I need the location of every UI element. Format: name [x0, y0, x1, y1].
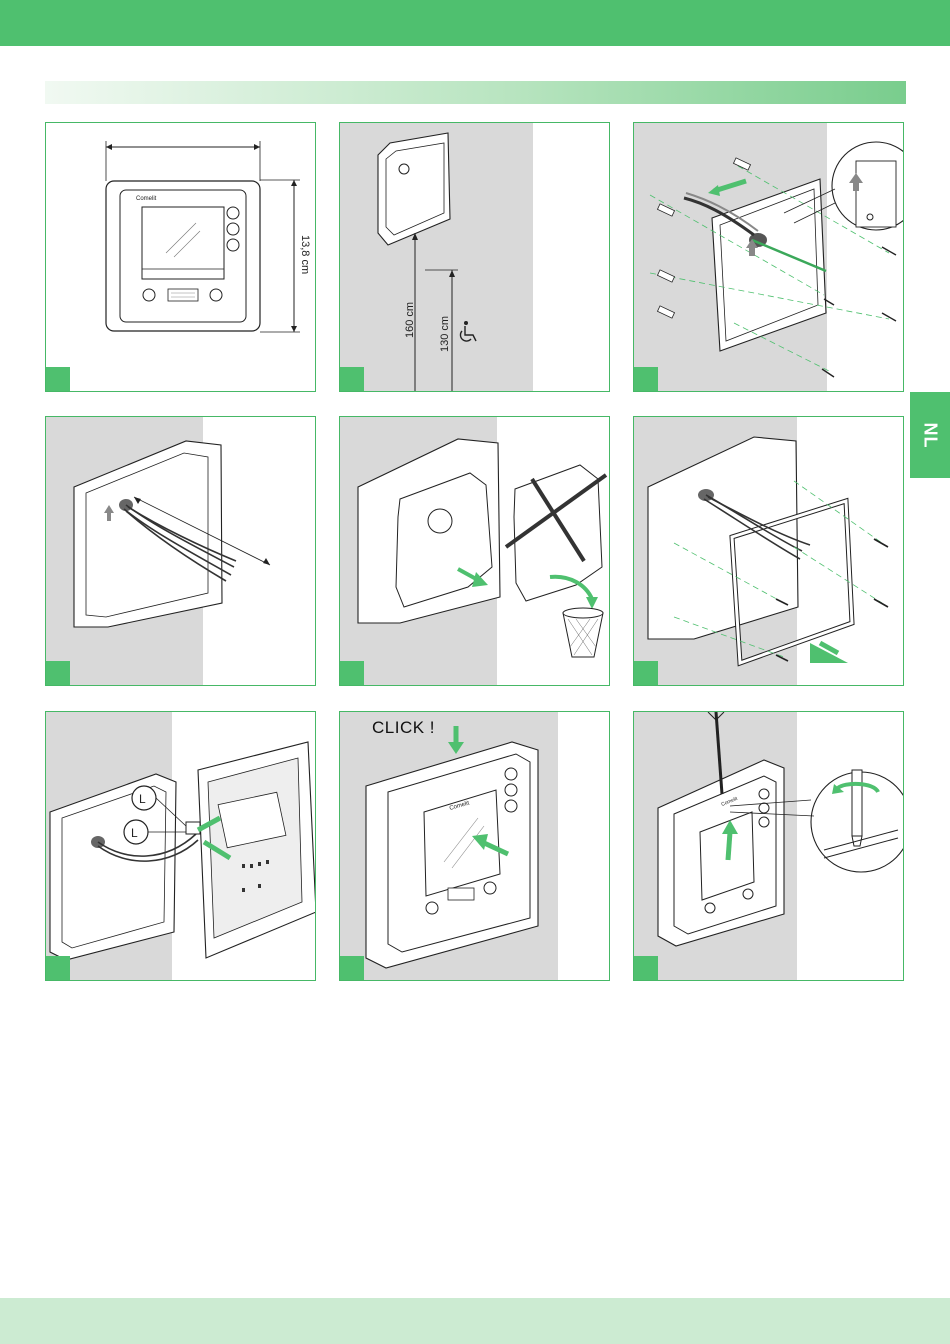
step-panel-8: Comelit CLICK !	[339, 711, 610, 981]
wire-label-bottom: L	[131, 826, 138, 840]
step-badge	[339, 956, 364, 981]
step-panel-3	[633, 122, 904, 392]
step-panel-4	[45, 416, 316, 686]
wiring-drawing: L L	[46, 712, 316, 981]
mounting-height-drawing: 160 cm 130 cm	[340, 123, 610, 392]
remove-protector-drawing	[340, 417, 610, 686]
wallbox-screws-drawing	[634, 123, 904, 392]
section-title-band	[45, 81, 906, 104]
bottom-footer-bar	[0, 1298, 950, 1344]
monitor-dimensions-drawing: Comelit 13,8 cm	[46, 123, 316, 392]
step-panel-9: Comelit	[633, 711, 904, 981]
step-badge	[633, 956, 658, 981]
step-badge	[633, 367, 658, 392]
step-badge	[339, 661, 364, 686]
step-badge	[45, 956, 70, 981]
mount-frame-drawing	[634, 417, 904, 686]
height-dimension-label: 13,8 cm	[299, 235, 311, 274]
language-tab[interactable]: NL	[910, 392, 950, 478]
step-panel-2: 160 cm 130 cm	[339, 122, 610, 392]
wire-label-top: L	[139, 792, 146, 806]
step-panel-6	[633, 416, 904, 686]
step-panel-1: Comelit 13,8 cm	[45, 122, 316, 392]
height-160-label: 160 cm	[404, 302, 416, 338]
cable-length-drawing	[46, 417, 316, 686]
snap-in-drawing: Comelit	[340, 712, 610, 981]
step-badge	[45, 661, 70, 686]
language-tab-label: NL	[920, 422, 941, 448]
step-badge	[339, 367, 364, 392]
height-130-label: 130 cm	[439, 316, 451, 352]
step-badge	[45, 367, 70, 392]
top-header-bar	[0, 0, 950, 46]
click-instruction-label: CLICK !	[372, 718, 435, 738]
brand-logo-text: Comelit	[136, 196, 157, 202]
screwdriver-release-drawing: Comelit	[634, 712, 904, 981]
step-badge	[633, 661, 658, 686]
step-panel-7: L L	[45, 711, 316, 981]
step-panel-5	[339, 416, 610, 686]
